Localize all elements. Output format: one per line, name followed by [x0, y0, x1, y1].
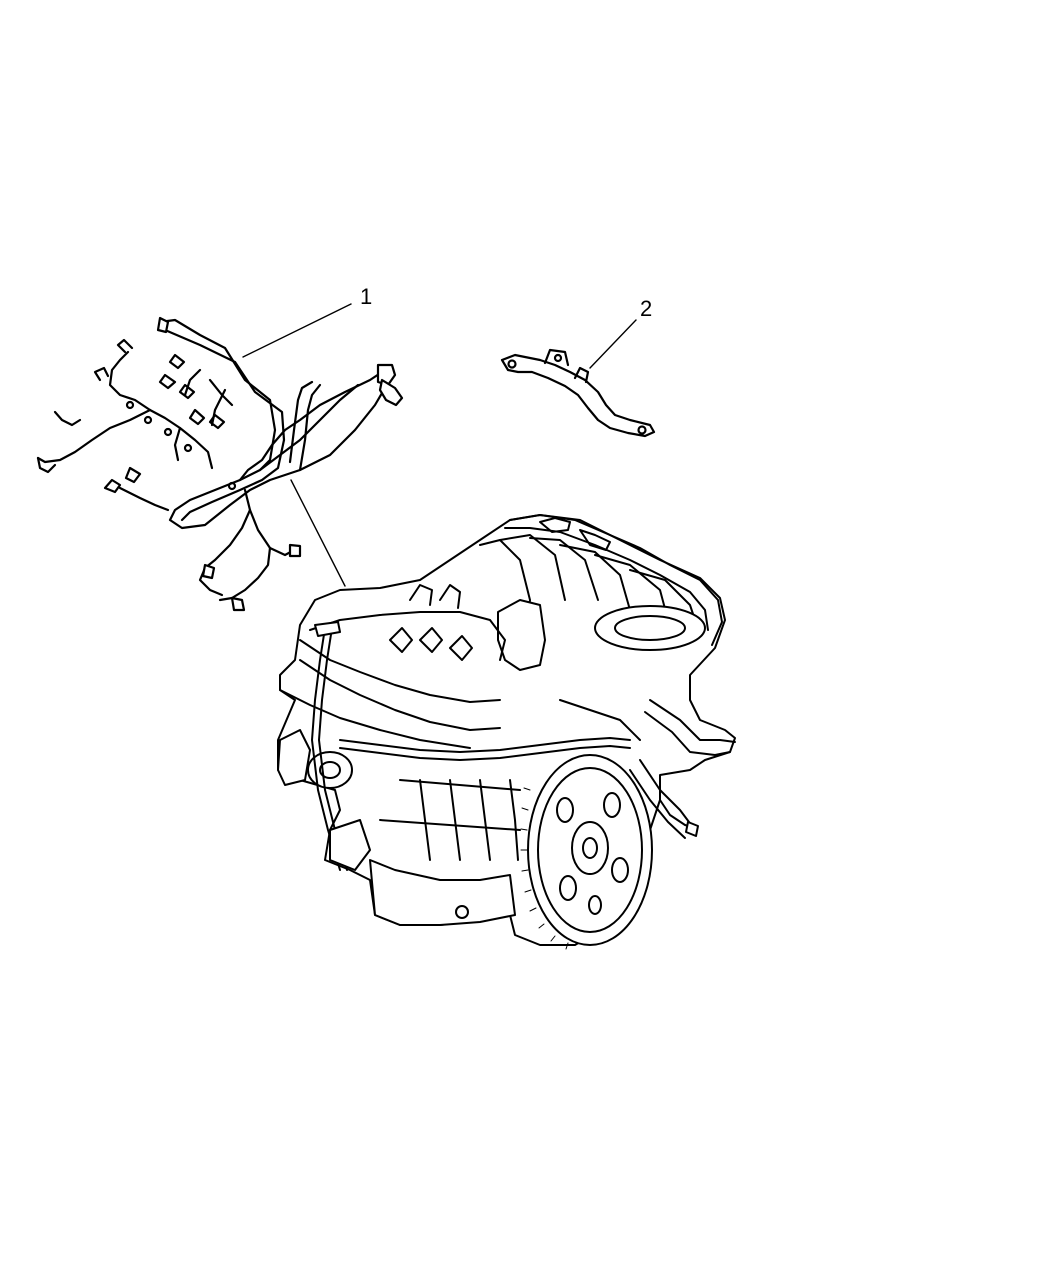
leader-line-1-to-engine [290, 479, 346, 587]
bracket [500, 348, 656, 438]
leader-lines [242, 303, 637, 587]
leader-line-2 [589, 319, 637, 369]
leader-line-1 [242, 303, 352, 358]
engine-assembly [277, 514, 736, 950]
callout-label-2: 2 [640, 296, 652, 321]
callout-label-1: 1 [360, 284, 372, 309]
wiring-harness [36, 316, 404, 612]
